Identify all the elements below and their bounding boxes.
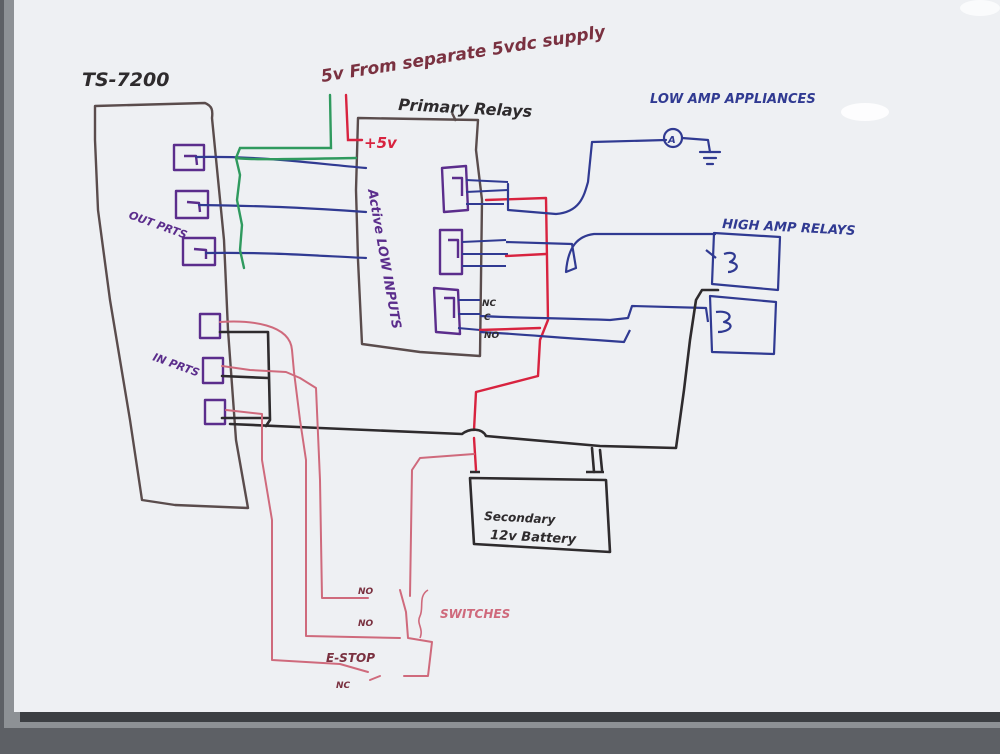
in-port-1: [198, 312, 222, 340]
switch-no-label-1: NO: [358, 587, 374, 597]
switch-no-label-2: NO: [358, 619, 374, 629]
ts7200-board: [93, 101, 250, 510]
relay-coil-1: [723, 251, 738, 274]
relay-unit-1: [440, 164, 470, 214]
glare-spot-corner: [960, 0, 1000, 16]
high-amp-relay-1: [710, 231, 782, 292]
plus5v-label: +5v: [364, 134, 398, 152]
ts7200-label: TS-7200: [82, 69, 169, 91]
battery-label-line2: 12v Battery: [490, 528, 577, 548]
ground-symbol: [698, 150, 722, 166]
out-port-3: [181, 236, 217, 267]
glare-spot: [841, 103, 889, 121]
switches-brace: [418, 589, 429, 639]
whiteboard-surface: [14, 0, 1000, 712]
low-amp-appliance-circuit: [506, 127, 722, 216]
switch-wiring: [219, 320, 475, 681]
relay-c-label: C: [484, 313, 491, 323]
battery-label-line1: Secondary: [484, 509, 557, 527]
red-12v-wire: [472, 196, 550, 472]
low-amp-appliances-label: LOW AMP APPLIANCES: [650, 92, 816, 107]
relay-output-stubs: [457, 179, 509, 331]
high-amp-relay-2: [708, 294, 778, 356]
relay-unit-3: [432, 286, 462, 336]
high-amp-relays-label: HIGH AMP RELAYS: [722, 217, 856, 239]
relay-no-label: NO: [484, 331, 500, 341]
red-5v-wire: [344, 93, 364, 142]
in-ports: [198, 312, 227, 426]
relay-coil-2: [715, 310, 732, 334]
switches-label: SWITCHES: [440, 607, 510, 621]
black-common-wire: [218, 288, 720, 474]
relay-unit-2: [438, 228, 464, 276]
in-port-3: [203, 398, 227, 426]
secondary-battery: [468, 470, 612, 554]
green-supply-wire: [234, 93, 358, 270]
board-tray: [20, 712, 1000, 722]
appliance-symbol-label: A: [667, 135, 676, 146]
relay-units: [432, 164, 470, 336]
estop-label: E-STOP: [326, 651, 375, 665]
primary-relay-board: [354, 112, 484, 358]
in-port-2: [201, 356, 225, 385]
relay-nc-label: NC: [482, 299, 497, 309]
estop-nc-label: NC: [336, 681, 351, 691]
high-amp-relays: [479, 231, 782, 356]
